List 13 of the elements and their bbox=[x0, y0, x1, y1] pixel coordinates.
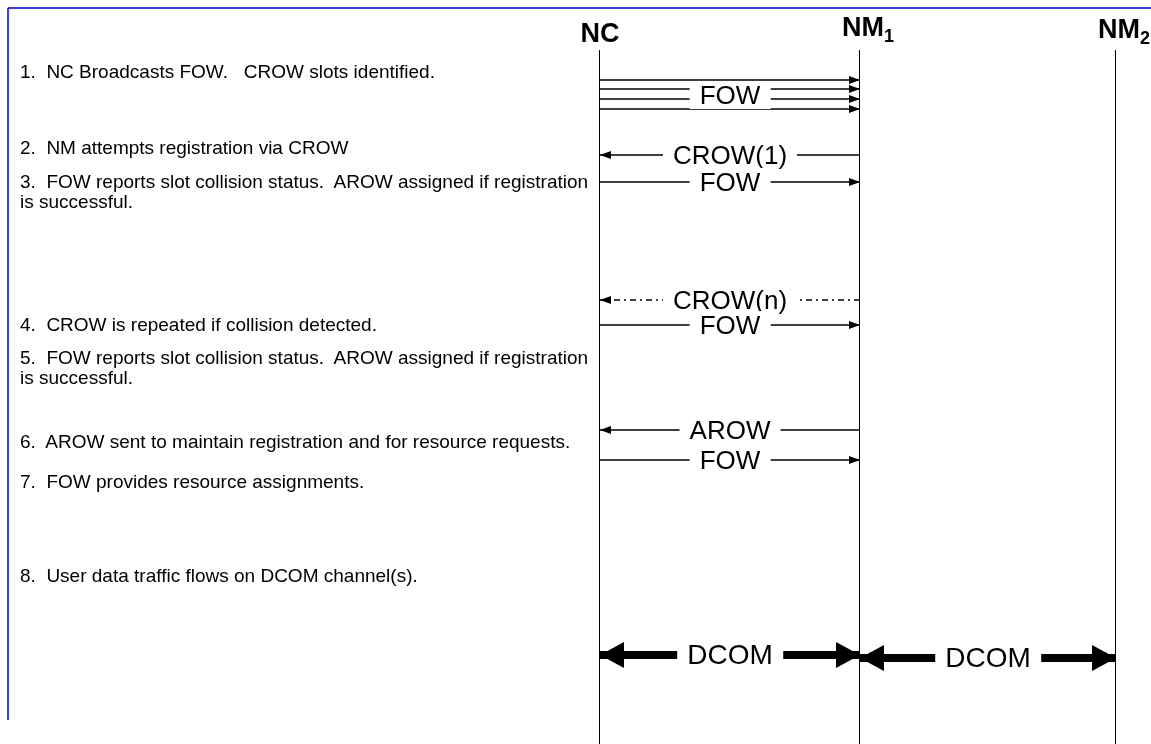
step-description: 4. CROW is repeated if collision detected. bbox=[20, 315, 378, 335]
arrow bbox=[599, 76, 861, 84]
participant-label: NM$_{2}$ bbox=[1098, 14, 1150, 51]
step-description: 1. NC Broadcasts FOW. CROW slots identified. bbox=[20, 62, 436, 82]
step-description: 3. FOW reports slot collision status. AROW assigned if registration is successful. bbox=[20, 172, 590, 212]
participant-label: NC bbox=[580, 18, 620, 48]
participant-label: NM$_{1}$ bbox=[842, 12, 894, 49]
step-description: 7. FOW provides resource assignments. bbox=[20, 472, 366, 492]
step-description: 5. FOW reports slot collision status. AROW assigned if registration is successful. bbox=[20, 348, 590, 388]
arrow bbox=[599, 105, 861, 113]
step-description: 2. NM attempts registration via CROW bbox=[20, 138, 350, 158]
step-description: 8. User data traffic flows on DCOM channel(s). bbox=[20, 566, 419, 586]
step-description: 6. AROW sent to maintain registration and for resource requests. bbox=[20, 432, 572, 452]
